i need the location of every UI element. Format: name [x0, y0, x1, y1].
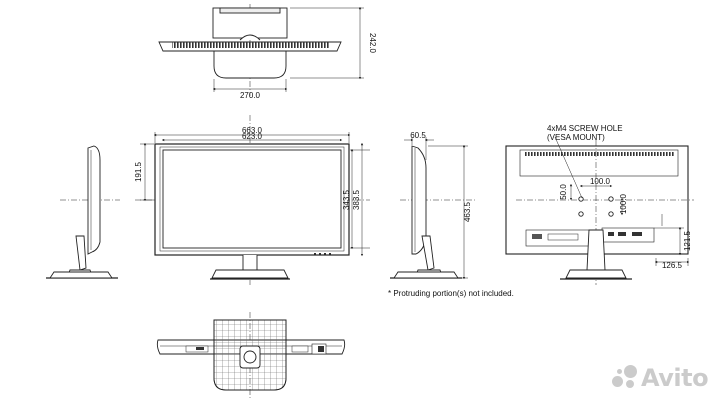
left-side-view [46, 145, 120, 279]
dim-vesa-v: 100.0 [619, 193, 628, 214]
vesa-mount-label: (VESA MOUNT) [547, 133, 605, 142]
dim-top-depth: 242.0 [368, 33, 377, 54]
avito-logo-icon [612, 365, 638, 391]
rear-view [505, 136, 694, 285]
front-view [135, 115, 370, 285]
dim-vesa-h: 100.0 [590, 177, 611, 186]
screw-hole-label: 4xM4 SCREW HOLE [547, 124, 623, 133]
dim-screen-height: 343.5 [342, 189, 351, 210]
dim-top-width: 270.0 [240, 91, 261, 100]
dim-outer-height: 383.5 [352, 189, 361, 210]
dim-rear-offset-v: 121.5 [683, 230, 692, 251]
dim-side-depth: 60.5 [410, 131, 426, 140]
dim-screen-width: 623.0 [242, 132, 263, 141]
bottom-view [156, 312, 346, 398]
right-side-view [390, 137, 475, 280]
dim-total-height: 463.5 [463, 201, 472, 222]
dim-left-height: 191.5 [134, 161, 143, 182]
avito-watermark: Avito [612, 364, 709, 392]
protruding-note: * Protruding portion(s) not included. [388, 289, 514, 298]
avito-watermark-text: Avito [641, 364, 709, 392]
dim-rear-offset-h: 126.5 [662, 261, 683, 270]
dim-vesa-offset: 50.0 [559, 184, 568, 200]
dim-outer-width: 663.0 [242, 126, 263, 135]
top-view [158, 4, 364, 96]
